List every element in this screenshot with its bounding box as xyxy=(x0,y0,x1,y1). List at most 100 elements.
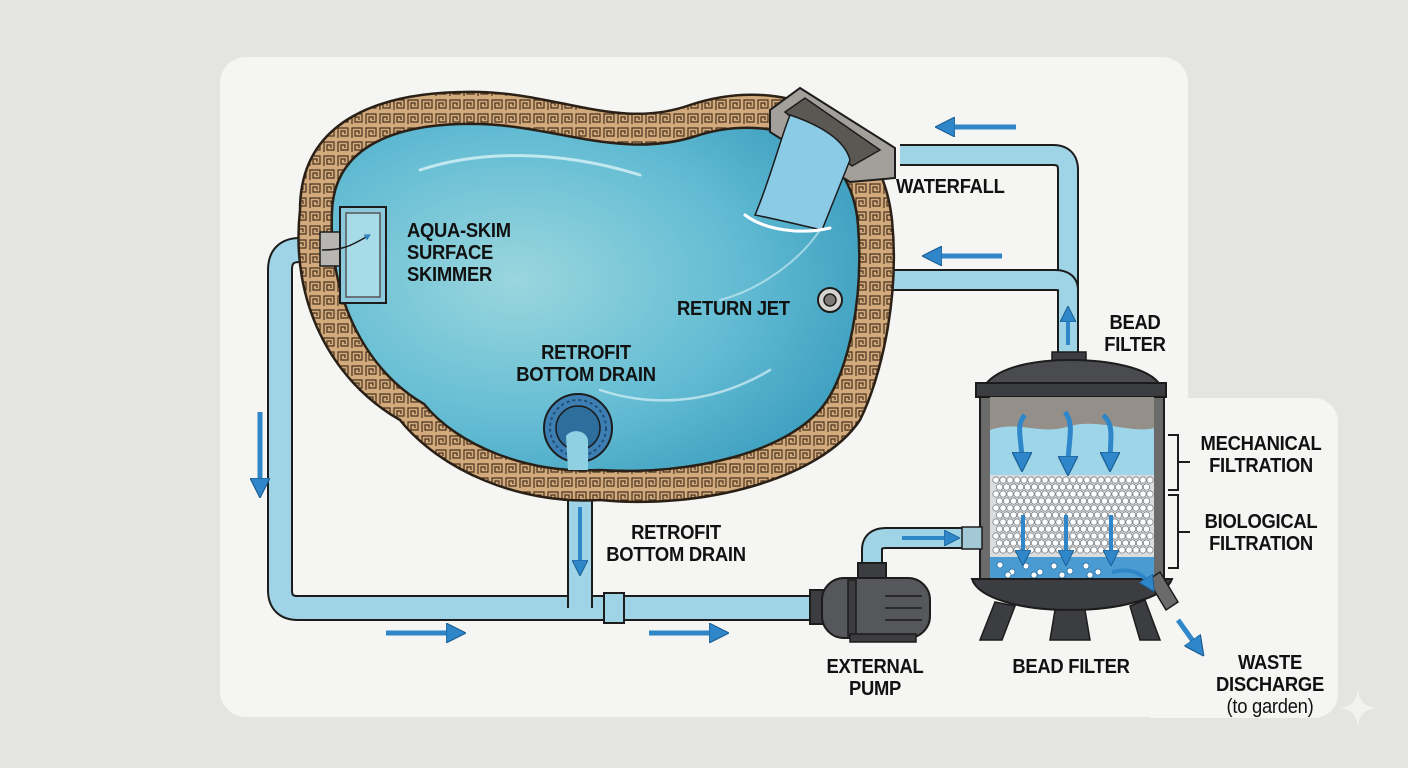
bead xyxy=(1048,518,1056,526)
bead xyxy=(1142,483,1151,491)
bead xyxy=(1023,497,1032,505)
bead xyxy=(1090,518,1098,526)
bead-filter[interactable] xyxy=(961,351,1190,641)
bead xyxy=(995,497,1004,505)
bead xyxy=(1132,546,1140,554)
bead xyxy=(1114,525,1123,533)
sparkle-icon xyxy=(1340,690,1376,726)
bead xyxy=(1069,546,1077,554)
bead xyxy=(1093,539,1102,547)
pond xyxy=(297,90,896,504)
bead xyxy=(1104,476,1112,484)
bead xyxy=(1051,497,1060,505)
bead xyxy=(1142,497,1151,505)
bead xyxy=(1044,525,1053,533)
bead xyxy=(1079,539,1088,547)
bead xyxy=(1128,539,1137,547)
bead xyxy=(1079,525,1088,533)
bead xyxy=(1051,539,1060,547)
skimmer[interactable] xyxy=(319,206,387,304)
bead xyxy=(1027,490,1035,498)
bead xyxy=(1083,490,1091,498)
bead xyxy=(1083,504,1091,512)
bead xyxy=(1135,511,1144,519)
bead xyxy=(1030,539,1039,547)
return-jet[interactable] xyxy=(817,287,843,313)
bead xyxy=(992,532,1000,540)
bead xyxy=(1097,532,1105,540)
bead xyxy=(1009,525,1018,533)
bead xyxy=(1146,476,1154,484)
bead xyxy=(1027,504,1035,512)
bead xyxy=(1009,539,1018,547)
waste-title: WASTE DISCHARGE xyxy=(1216,652,1324,696)
bead xyxy=(1125,532,1133,540)
bead xyxy=(1058,497,1067,505)
bead xyxy=(1139,518,1147,526)
bead xyxy=(1086,511,1095,519)
bead xyxy=(1041,532,1049,540)
bead xyxy=(1104,490,1112,498)
bead xyxy=(1125,490,1133,498)
bead xyxy=(1034,476,1042,484)
bead xyxy=(1069,532,1077,540)
bead xyxy=(1058,483,1067,491)
bead xyxy=(1020,490,1028,498)
bead xyxy=(1082,562,1090,570)
bead xyxy=(1037,483,1046,491)
bead xyxy=(1027,532,1035,540)
bead xyxy=(1030,571,1038,579)
bead xyxy=(1118,518,1126,526)
bead xyxy=(1072,539,1081,547)
arrow-filter-curve-1 xyxy=(1020,413,1025,462)
bead xyxy=(1146,504,1154,512)
label-bead-filter-bottom: BEAD FILTER xyxy=(1012,656,1130,678)
arrow-filter-to-waste xyxy=(1111,568,1150,585)
bead xyxy=(1083,532,1091,540)
bead xyxy=(1128,525,1137,533)
bead xyxy=(1076,504,1084,512)
bead xyxy=(1002,483,1011,491)
bead xyxy=(992,476,1000,484)
bead xyxy=(1069,476,1077,484)
bead xyxy=(1076,546,1084,554)
bead xyxy=(1086,525,1095,533)
bead xyxy=(1072,497,1081,505)
bead xyxy=(1041,546,1049,554)
bead xyxy=(1093,497,1102,505)
arrow-filter-curve-3 xyxy=(1103,413,1111,462)
bead xyxy=(1037,539,1046,547)
bead xyxy=(1002,525,1011,533)
label-waste-discharge: WASTE DISCHARGE (to garden) xyxy=(1206,630,1335,740)
bead xyxy=(1079,511,1088,519)
bead xyxy=(1030,483,1039,491)
bead xyxy=(1132,518,1140,526)
arrow-filter-curve-2 xyxy=(1065,410,1070,466)
bottom-drain[interactable] xyxy=(543,393,613,470)
bead xyxy=(1135,497,1144,505)
bead xyxy=(1030,511,1039,519)
bead xyxy=(999,546,1007,554)
waterfall[interactable] xyxy=(743,86,896,233)
bead xyxy=(995,525,1004,533)
bead xyxy=(1062,490,1070,498)
external-pump[interactable] xyxy=(809,562,931,643)
bead xyxy=(1128,483,1137,491)
bead xyxy=(1118,546,1126,554)
bead xyxy=(1006,532,1014,540)
bead xyxy=(1030,525,1039,533)
bead xyxy=(1069,490,1077,498)
bead xyxy=(1072,483,1081,491)
bead xyxy=(1048,490,1056,498)
bead xyxy=(1086,571,1094,579)
arrow-waste-discharge xyxy=(1175,618,1198,648)
bead xyxy=(1037,497,1046,505)
bead xyxy=(1002,497,1011,505)
bead xyxy=(1118,504,1126,512)
bead xyxy=(1139,490,1147,498)
bead xyxy=(1034,490,1042,498)
bead xyxy=(1100,511,1109,519)
bead xyxy=(1009,511,1018,519)
bead xyxy=(1146,518,1154,526)
